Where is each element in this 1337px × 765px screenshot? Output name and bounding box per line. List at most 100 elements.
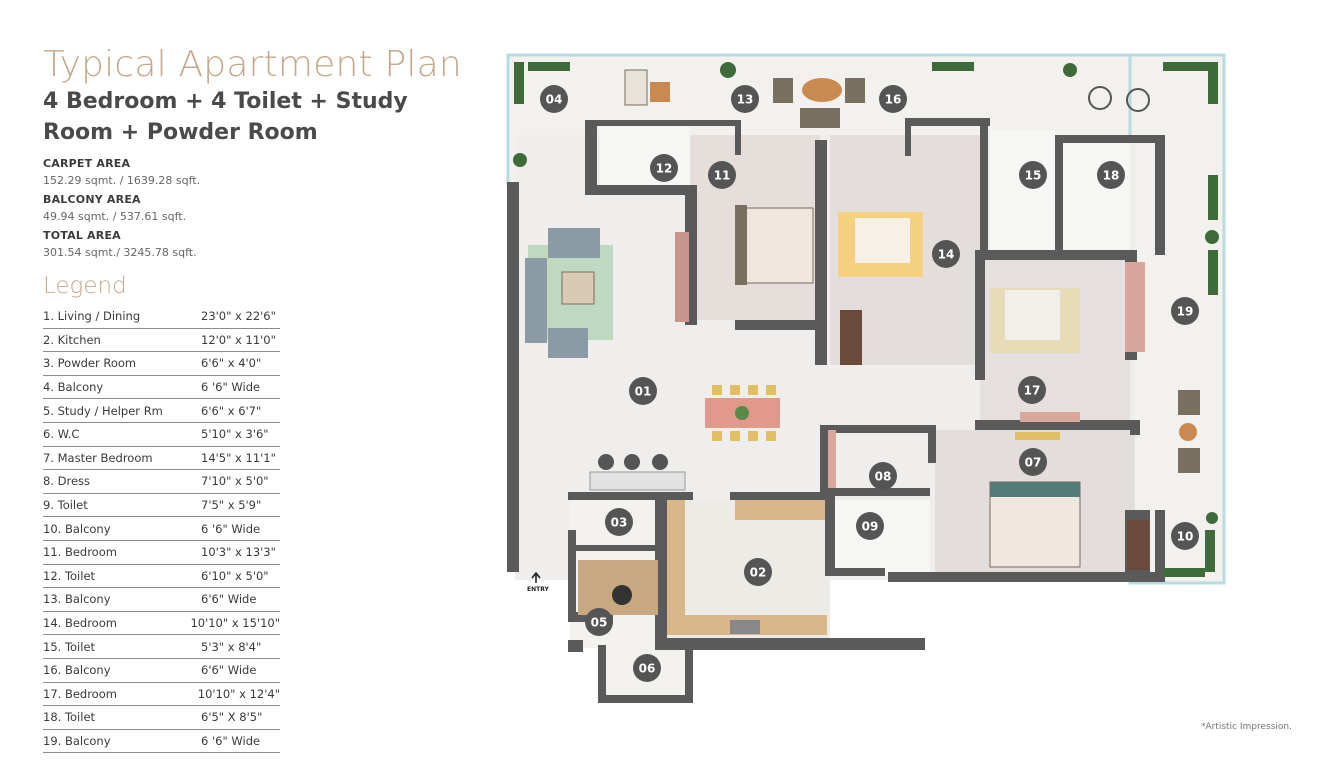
toilet-09-floor — [830, 500, 930, 575]
legend-room-name: 13. Balcony — [43, 592, 111, 607]
living-furniture — [525, 228, 689, 358]
walls — [507, 118, 1165, 703]
room-marker-label: 03 — [611, 516, 628, 530]
room-marker: 03 — [605, 508, 633, 536]
legend-room-dim: 10'3" x 13'3" — [201, 545, 276, 560]
balcony-area-value: 49.94 sqmt. / 537.61 sqft. — [43, 210, 187, 223]
legend-row: 13. Balcony 6'6" Wide — [43, 588, 280, 612]
room-marker: 16 — [879, 85, 907, 113]
legend-room-dim: 6'6" Wide — [201, 663, 257, 678]
kitchen-counter — [667, 500, 827, 635]
legend-room-dim: 6 '6" Wide — [201, 521, 261, 536]
room-marker: 11 — [708, 161, 736, 189]
study-desk — [578, 560, 658, 615]
legend-room-dim: 5'3" x 8'4" — [201, 639, 262, 654]
room-marker-label: 16 — [885, 93, 902, 107]
legend-room-name: 16. Balcony — [43, 663, 111, 678]
legend-room-dim: 6'6" x 4'0" — [201, 356, 262, 371]
room-marker: 05 — [585, 608, 613, 636]
legend-room-name: 10. Balcony — [43, 521, 111, 536]
room-marker-label: 14 — [938, 248, 955, 262]
dining-table — [705, 385, 780, 441]
room-marker-label: 17 — [1024, 384, 1041, 398]
room-marker-label: 07 — [1025, 456, 1042, 470]
legend-room-dim: 6'10" x 5'0" — [201, 568, 269, 583]
toilet-15-floor — [990, 130, 1055, 255]
legend-room-name: 11. Bedroom — [43, 545, 117, 560]
room-marker: 15 — [1019, 161, 1047, 189]
room-marker: 07 — [1019, 448, 1047, 476]
planters — [513, 62, 1219, 577]
room-marker-label: 01 — [635, 385, 652, 399]
total-area-value: 301.54 sqmt./ 3245.78 sqft. — [43, 246, 197, 259]
legend-room-dim: 7'5" x 5'9" — [201, 498, 262, 513]
legend-room-name: 14. Bedroom — [43, 616, 117, 631]
legend-row: 6. W.C 5'10" x 3'6" — [43, 423, 280, 447]
legend-row: 17. Bedroom 10'10" x 12'4" — [43, 683, 280, 707]
room-marker-label: 09 — [862, 520, 879, 534]
legend-room-name: 17. Bedroom — [43, 686, 117, 701]
room-marker: 14 — [932, 240, 960, 268]
room-marker: 04 — [540, 85, 568, 113]
legend-row: 15. Toilet 5'3" x 8'4" — [43, 635, 280, 659]
legend-room-name: 4. Balcony — [43, 380, 104, 395]
legend-room-name: 15. Toilet — [43, 639, 96, 654]
legend-room-dim: 5'10" x 3'6" — [201, 427, 269, 442]
legend-row: 19. Balcony 6 '6" Wide — [43, 730, 280, 754]
room-marker: 09 — [856, 512, 884, 540]
legend-row: 5. Study / Helper Rm 6'6" x 6'7" — [43, 399, 280, 423]
toilet-12-floor — [600, 120, 690, 190]
page-subtitle: 4 Bedroom + 4 Toilet + Study Room + Powd… — [43, 89, 408, 145]
entry-arrow-icon — [531, 571, 541, 583]
legend-room-dim: 6 '6" Wide — [201, 733, 261, 748]
room-marker-label: 13 — [737, 93, 754, 107]
room-marker-label: 12 — [656, 162, 673, 176]
legend-room-name: 1. Living / Dining — [43, 309, 141, 324]
legend-row: 11. Bedroom 10'3" x 13'3" — [43, 541, 280, 565]
room-marker-label: 18 — [1103, 169, 1120, 183]
counter-stools — [589, 454, 686, 491]
room-marker: 18 — [1097, 161, 1125, 189]
room-marker-label: 04 — [546, 93, 563, 107]
carpet-area-value: 152.29 sqmt. / 1639.28 sqft. — [43, 174, 201, 187]
room-marker: 01 — [629, 377, 657, 405]
legend-room-dim: 10'10" x 12'4" — [197, 686, 280, 701]
room-marker: 10 — [1171, 522, 1199, 550]
legend-room-dim: 14'5" x 11'1" — [201, 450, 276, 465]
total-area-label: TOTAL AREA — [43, 229, 121, 242]
legend-room-dim: 6'6" x 6'7" — [201, 403, 262, 418]
room-marker: 02 — [744, 558, 772, 586]
page-title: Typical Apartment Plan — [43, 44, 462, 85]
legend-room-name: 19. Balcony — [43, 733, 111, 748]
legend-row: 3. Powder Room 6'6" x 4'0" — [43, 352, 280, 376]
legend-room-dim: 6'6" Wide — [201, 592, 257, 607]
room-marker-label: 02 — [750, 566, 767, 580]
toilet-18-floor — [1062, 135, 1130, 255]
room-marker: 17 — [1018, 376, 1046, 404]
legend-room-dim: 12'0" x 11'0" — [201, 332, 276, 347]
legend-room-name: 3. Powder Room — [43, 356, 137, 371]
room-marker-label: 11 — [714, 169, 731, 183]
info-panel: Typical Apartment Plan 4 Bedroom + 4 Toi… — [43, 44, 483, 754]
legend-row: 16. Balcony 6'6" Wide — [43, 659, 280, 683]
room-marker: 08 — [869, 462, 897, 490]
room-marker: 06 — [633, 654, 661, 682]
legend-row: 14. Bedroom 10'10" x 15'10" — [43, 612, 280, 636]
legend-row: 10. Balcony 6 '6" Wide — [43, 517, 280, 541]
room-marker: 19 — [1171, 297, 1199, 325]
legend-title: Legend — [43, 273, 127, 299]
room-marker-label: 10 — [1177, 530, 1194, 544]
legend-room-name: 6. W.C — [43, 427, 80, 442]
room-marker-label: 05 — [591, 616, 608, 630]
legend-room-dim: 7'10" x 5'0" — [201, 474, 269, 489]
legend-room-dim: 10'10" x 15'10" — [190, 616, 280, 631]
legend-room-name: 5. Study / Helper Rm — [43, 403, 163, 418]
legend-room-dim: 6 '6" Wide — [201, 380, 261, 395]
